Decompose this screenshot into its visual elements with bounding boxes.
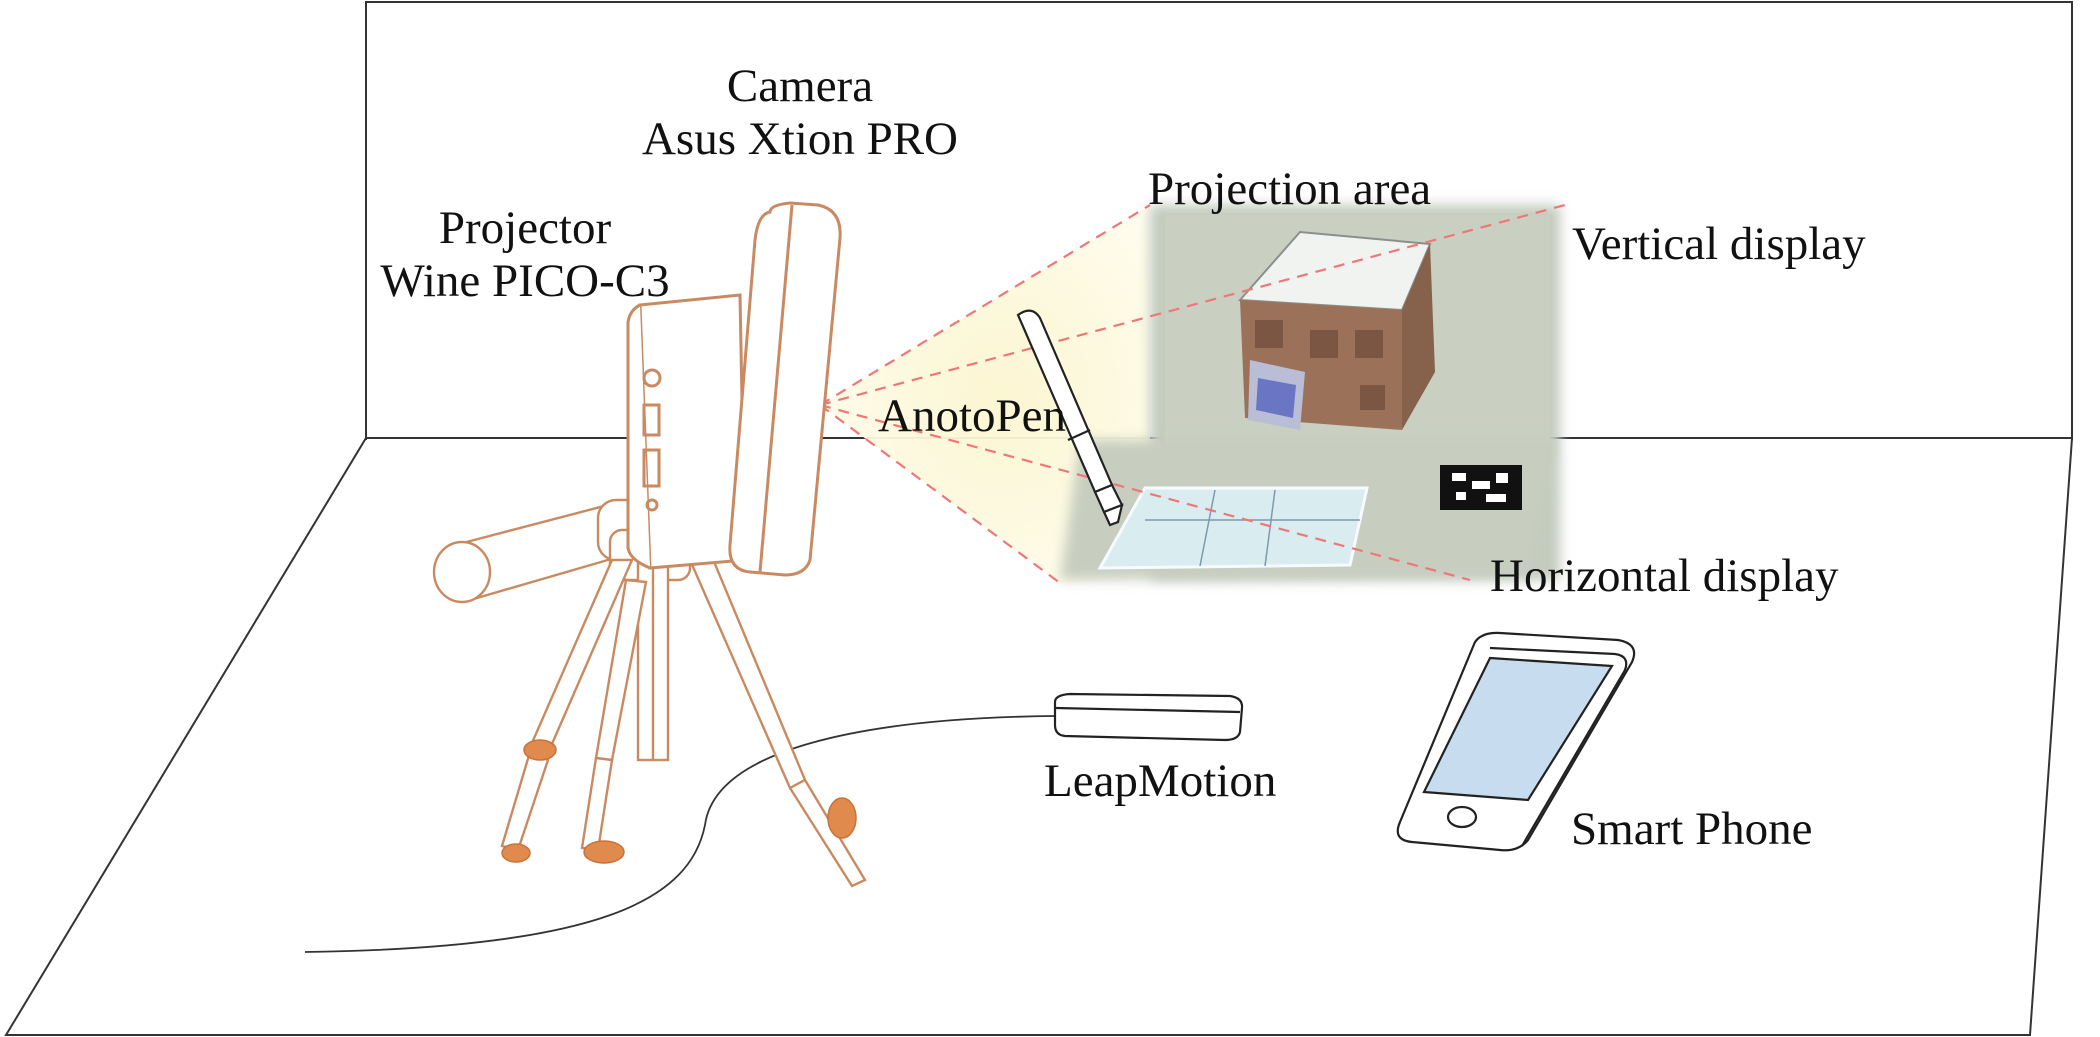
projector-camera-device — [626, 201, 842, 577]
camera-label: Camera Asus Xtion PRO — [600, 60, 1000, 165]
projector-label: Projector Wine PICO-C3 — [365, 202, 685, 307]
tripod — [432, 498, 867, 888]
projector-label-line2: Wine PICO-C3 — [380, 254, 670, 307]
horizontal-display-label: Horizontal display — [1490, 550, 1839, 602]
camera-label-line2: Asus Xtion PRO — [641, 112, 958, 165]
projector-label-line1: Projector — [438, 202, 612, 254]
smartphone-icon — [1396, 631, 1636, 852]
wall-outline — [365, 1, 2073, 440]
projected-sheet — [1097, 486, 1369, 570]
leap-motion-label: LeapMotion — [1044, 755, 1277, 807]
anoto-pen-label: AnotoPen — [878, 390, 1066, 442]
wall-projection-image — [1060, 205, 1560, 580]
vertical-display-label: Vertical display — [1572, 218, 1866, 270]
smart-phone-label: Smart Phone — [1571, 803, 1813, 855]
projection-area-label: Projection area — [1148, 163, 1432, 215]
leap-cable — [304, 715, 1056, 953]
projection-rays — [819, 203, 1566, 584]
fiducial-marker — [1440, 465, 1522, 510]
camera-label-line1: Camera — [726, 60, 874, 112]
anoto-pen-icon — [1016, 309, 1124, 527]
building-model — [1237, 230, 1435, 430]
leap-motion-device — [1053, 692, 1244, 742]
projection-cone — [820, 205, 1150, 583]
